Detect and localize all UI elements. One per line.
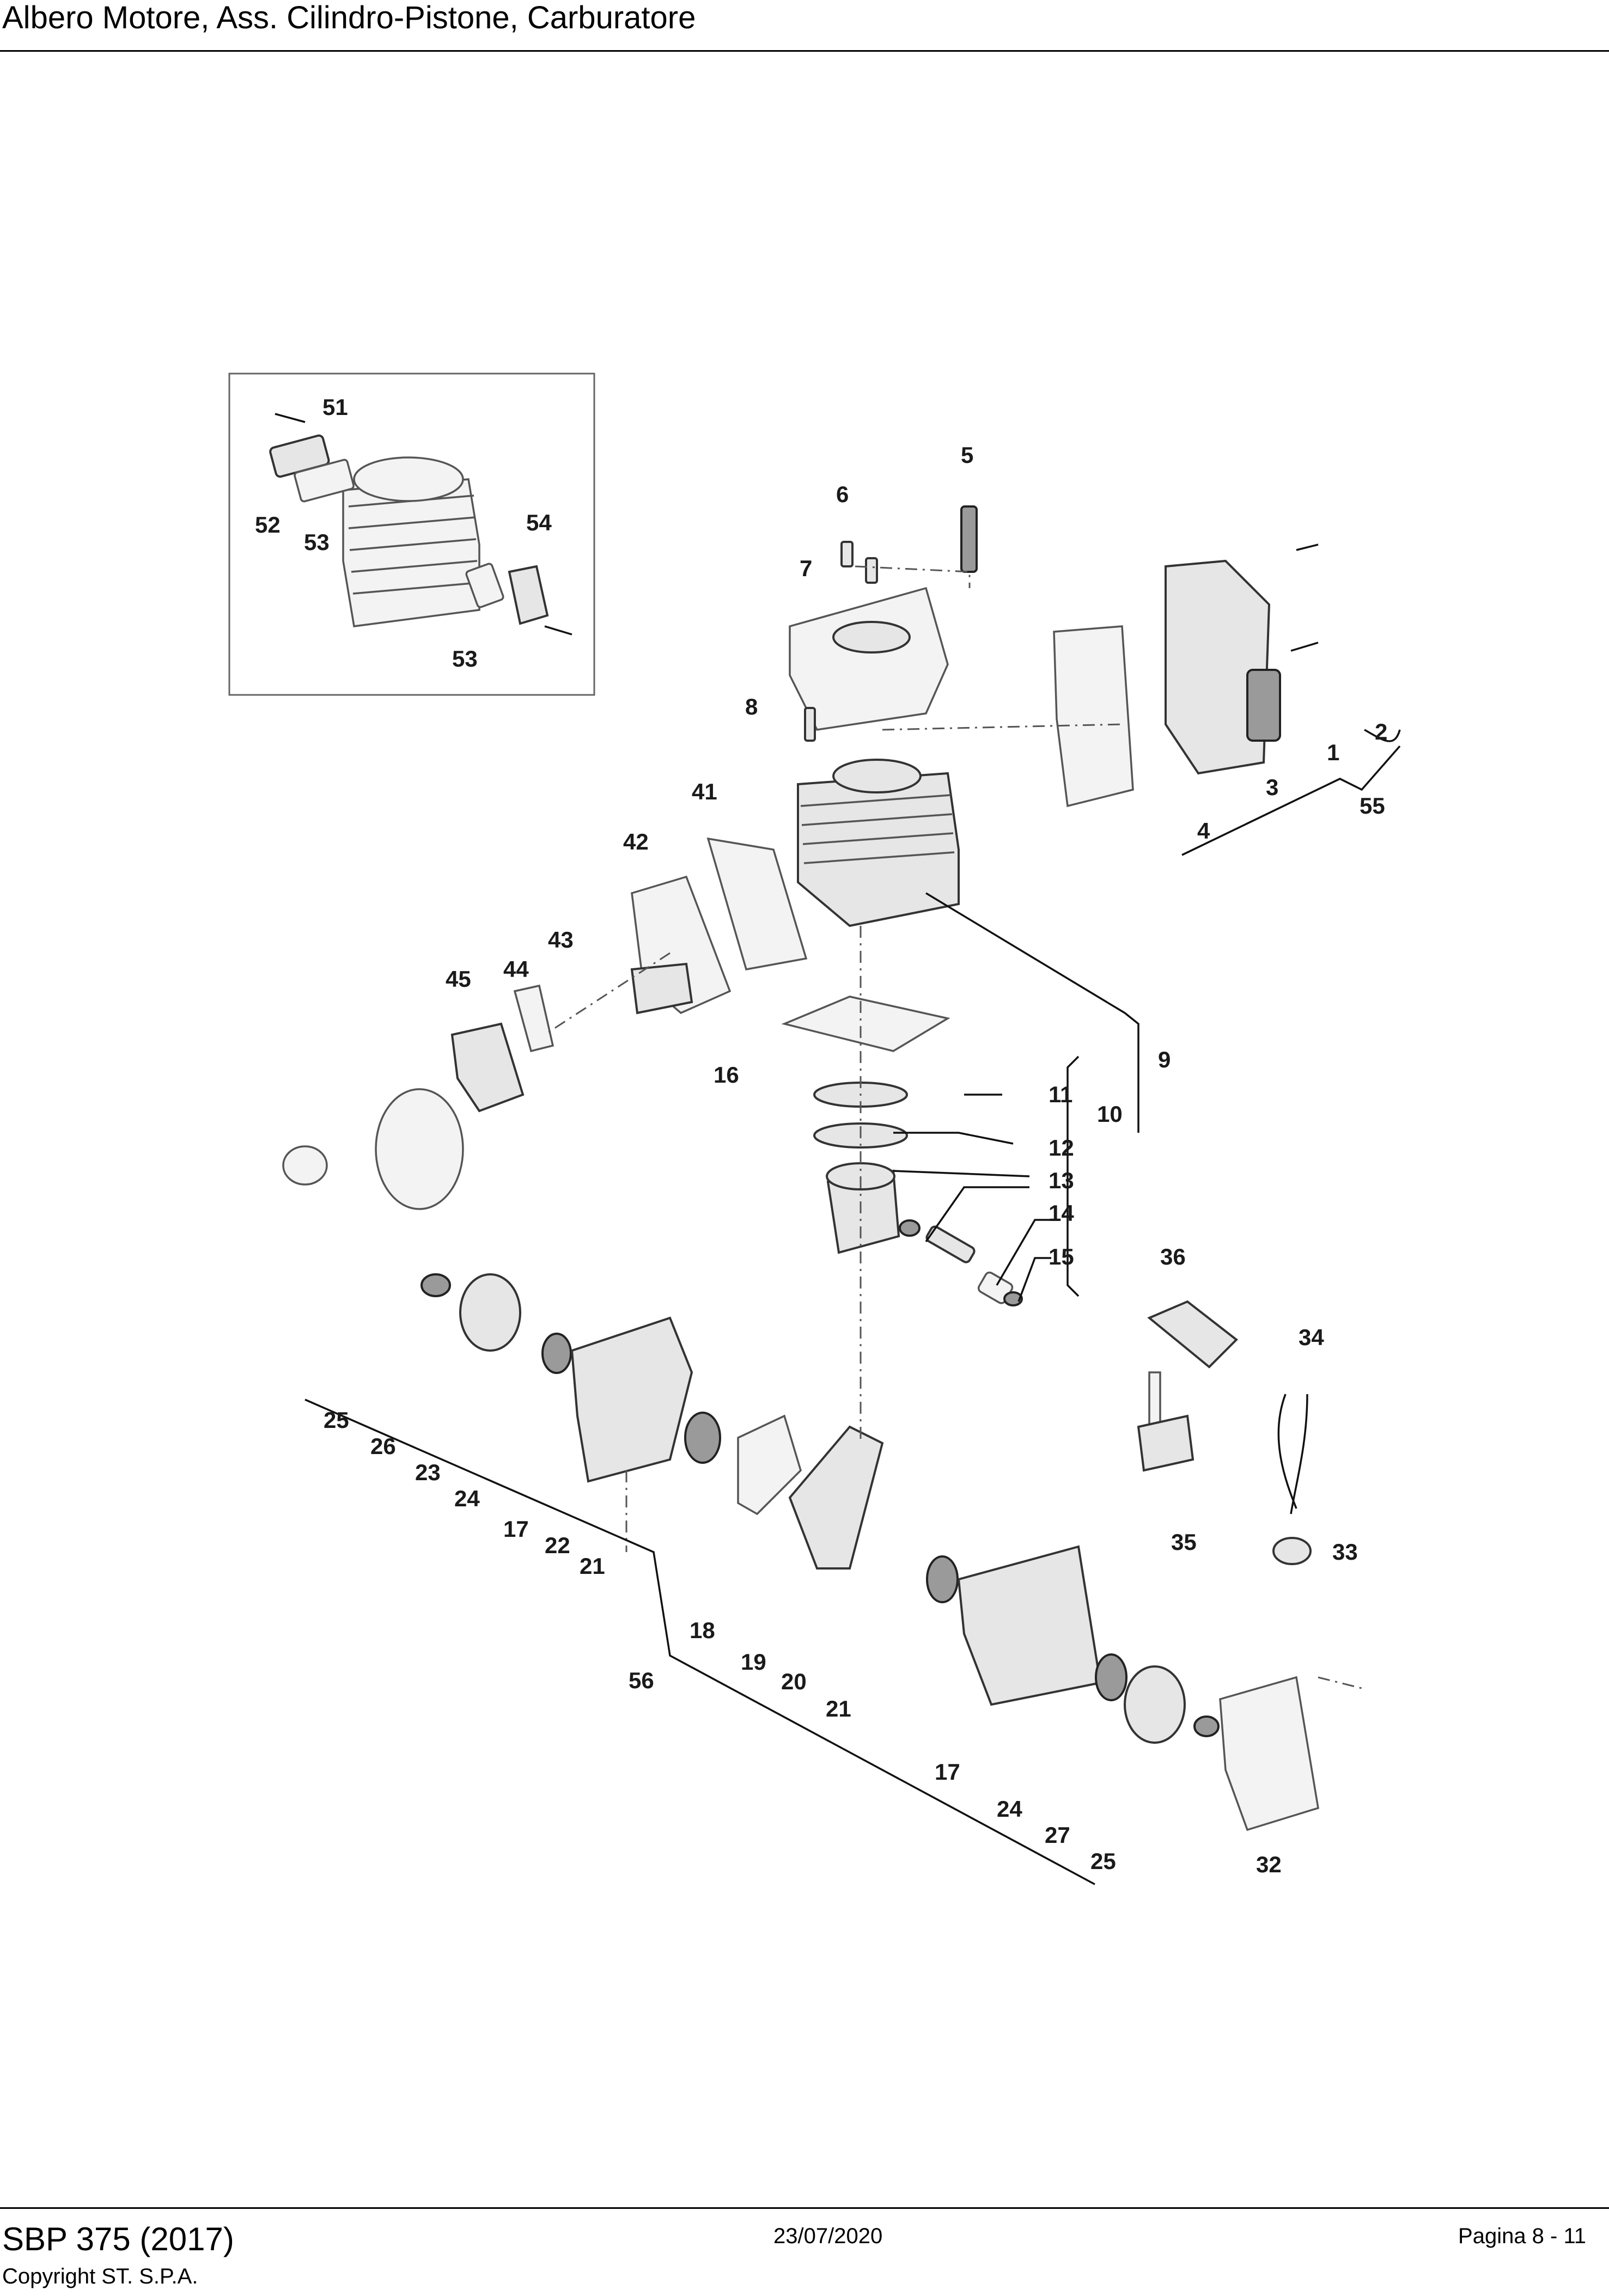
part-label-53-top: 53 [304,529,330,555]
part-label-27: 27 [1045,1822,1070,1848]
part-label-15: 15 [1049,1244,1074,1269]
inset-intake-parts [269,413,572,636]
part-label-2: 2 [1375,719,1387,744]
part-label-24-right: 24 [997,1796,1022,1822]
part-label-51: 51 [322,394,348,420]
cylinder-drawing [797,759,960,927]
part-label-44: 44 [503,956,529,982]
part-label-56: 56 [629,1668,654,1693]
part-label-35: 35 [1171,1529,1197,1555]
leader-lines [304,729,1401,1885]
part-label-53-bottom: 53 [452,646,478,671]
header-divider [0,50,1609,52]
part-label-45: 45 [446,966,471,992]
part-label-14: 14 [1049,1200,1074,1226]
part-label-52: 52 [255,512,281,538]
assembly-centerlines [544,565,1362,1689]
part-label-10: 10 [1097,1101,1123,1127]
part-label-20: 20 [781,1669,807,1694]
footer-copyright: Copyright ST. S.P.A. [2,2264,198,2288]
part-label-4: 4 [1197,818,1210,844]
shroud-drawing [789,505,978,742]
part-label-17-right: 17 [935,1759,960,1785]
footer-date: 23/07/2020 [773,2224,883,2248]
part-label-24-left: 24 [454,1486,480,1511]
part-label-6: 6 [836,481,849,507]
part-label-1: 1 [1327,740,1339,765]
part-label-21-right: 21 [826,1696,851,1721]
exploded-parts-diagram: 51 52 53 54 53 5 6 7 8 2 1 3 4 55 41 42 … [228,373,1401,1885]
part-label-23: 23 [415,1460,441,1485]
part-label-43: 43 [548,927,574,952]
part-label-17-left: 17 [503,1516,529,1542]
part-label-9: 9 [1158,1047,1171,1072]
part-label-55: 55 [1360,793,1385,819]
part-label-12: 12 [1049,1135,1074,1161]
air-filter-ghost [282,1088,464,1210]
part-label-7: 7 [800,555,812,581]
part-label-26: 26 [370,1433,396,1459]
ignition-drawing [1137,1300,1312,1565]
muffler-drawing [1053,544,1319,808]
part-label-22: 22 [545,1532,570,1558]
part-label-11: 11 [1049,1082,1072,1107]
footer-divider [0,2207,1609,2209]
part-label-16: 16 [714,1062,739,1088]
page-title: Albero Motore, Ass. Cilindro-Pistone, Ca… [2,0,696,35]
part-label-54: 54 [526,510,552,535]
part-label-8: 8 [745,694,758,719]
intake-gaskets-drawing [450,837,950,1113]
part-label-13: 13 [1049,1168,1074,1193]
part-label-42: 42 [623,829,649,854]
crankcase-drawing [420,1273,1319,1831]
inset-frame [228,373,595,696]
part-label-5: 5 [961,442,973,468]
part-label-25-right: 25 [1090,1848,1116,1874]
part-label-32: 32 [1256,1852,1282,1877]
part-label-25-left: 25 [324,1407,349,1433]
part-label-41: 41 [692,779,717,804]
part-label-33: 33 [1332,1539,1358,1565]
part-label-36: 36 [1160,1244,1186,1269]
part-label-19: 19 [741,1649,766,1675]
footer-model-name: SBP 375 (2017) [2,2221,234,2257]
footer-page-number: Pagina 8 - 11 [1458,2224,1586,2248]
part-label-34: 34 [1299,1324,1324,1350]
part-label-21-left: 21 [580,1553,605,1579]
piston-drawing [813,1082,1023,1306]
inset-cylinder-drawing [342,456,480,627]
part-label-18: 18 [690,1617,715,1643]
part-label-3: 3 [1266,774,1278,800]
